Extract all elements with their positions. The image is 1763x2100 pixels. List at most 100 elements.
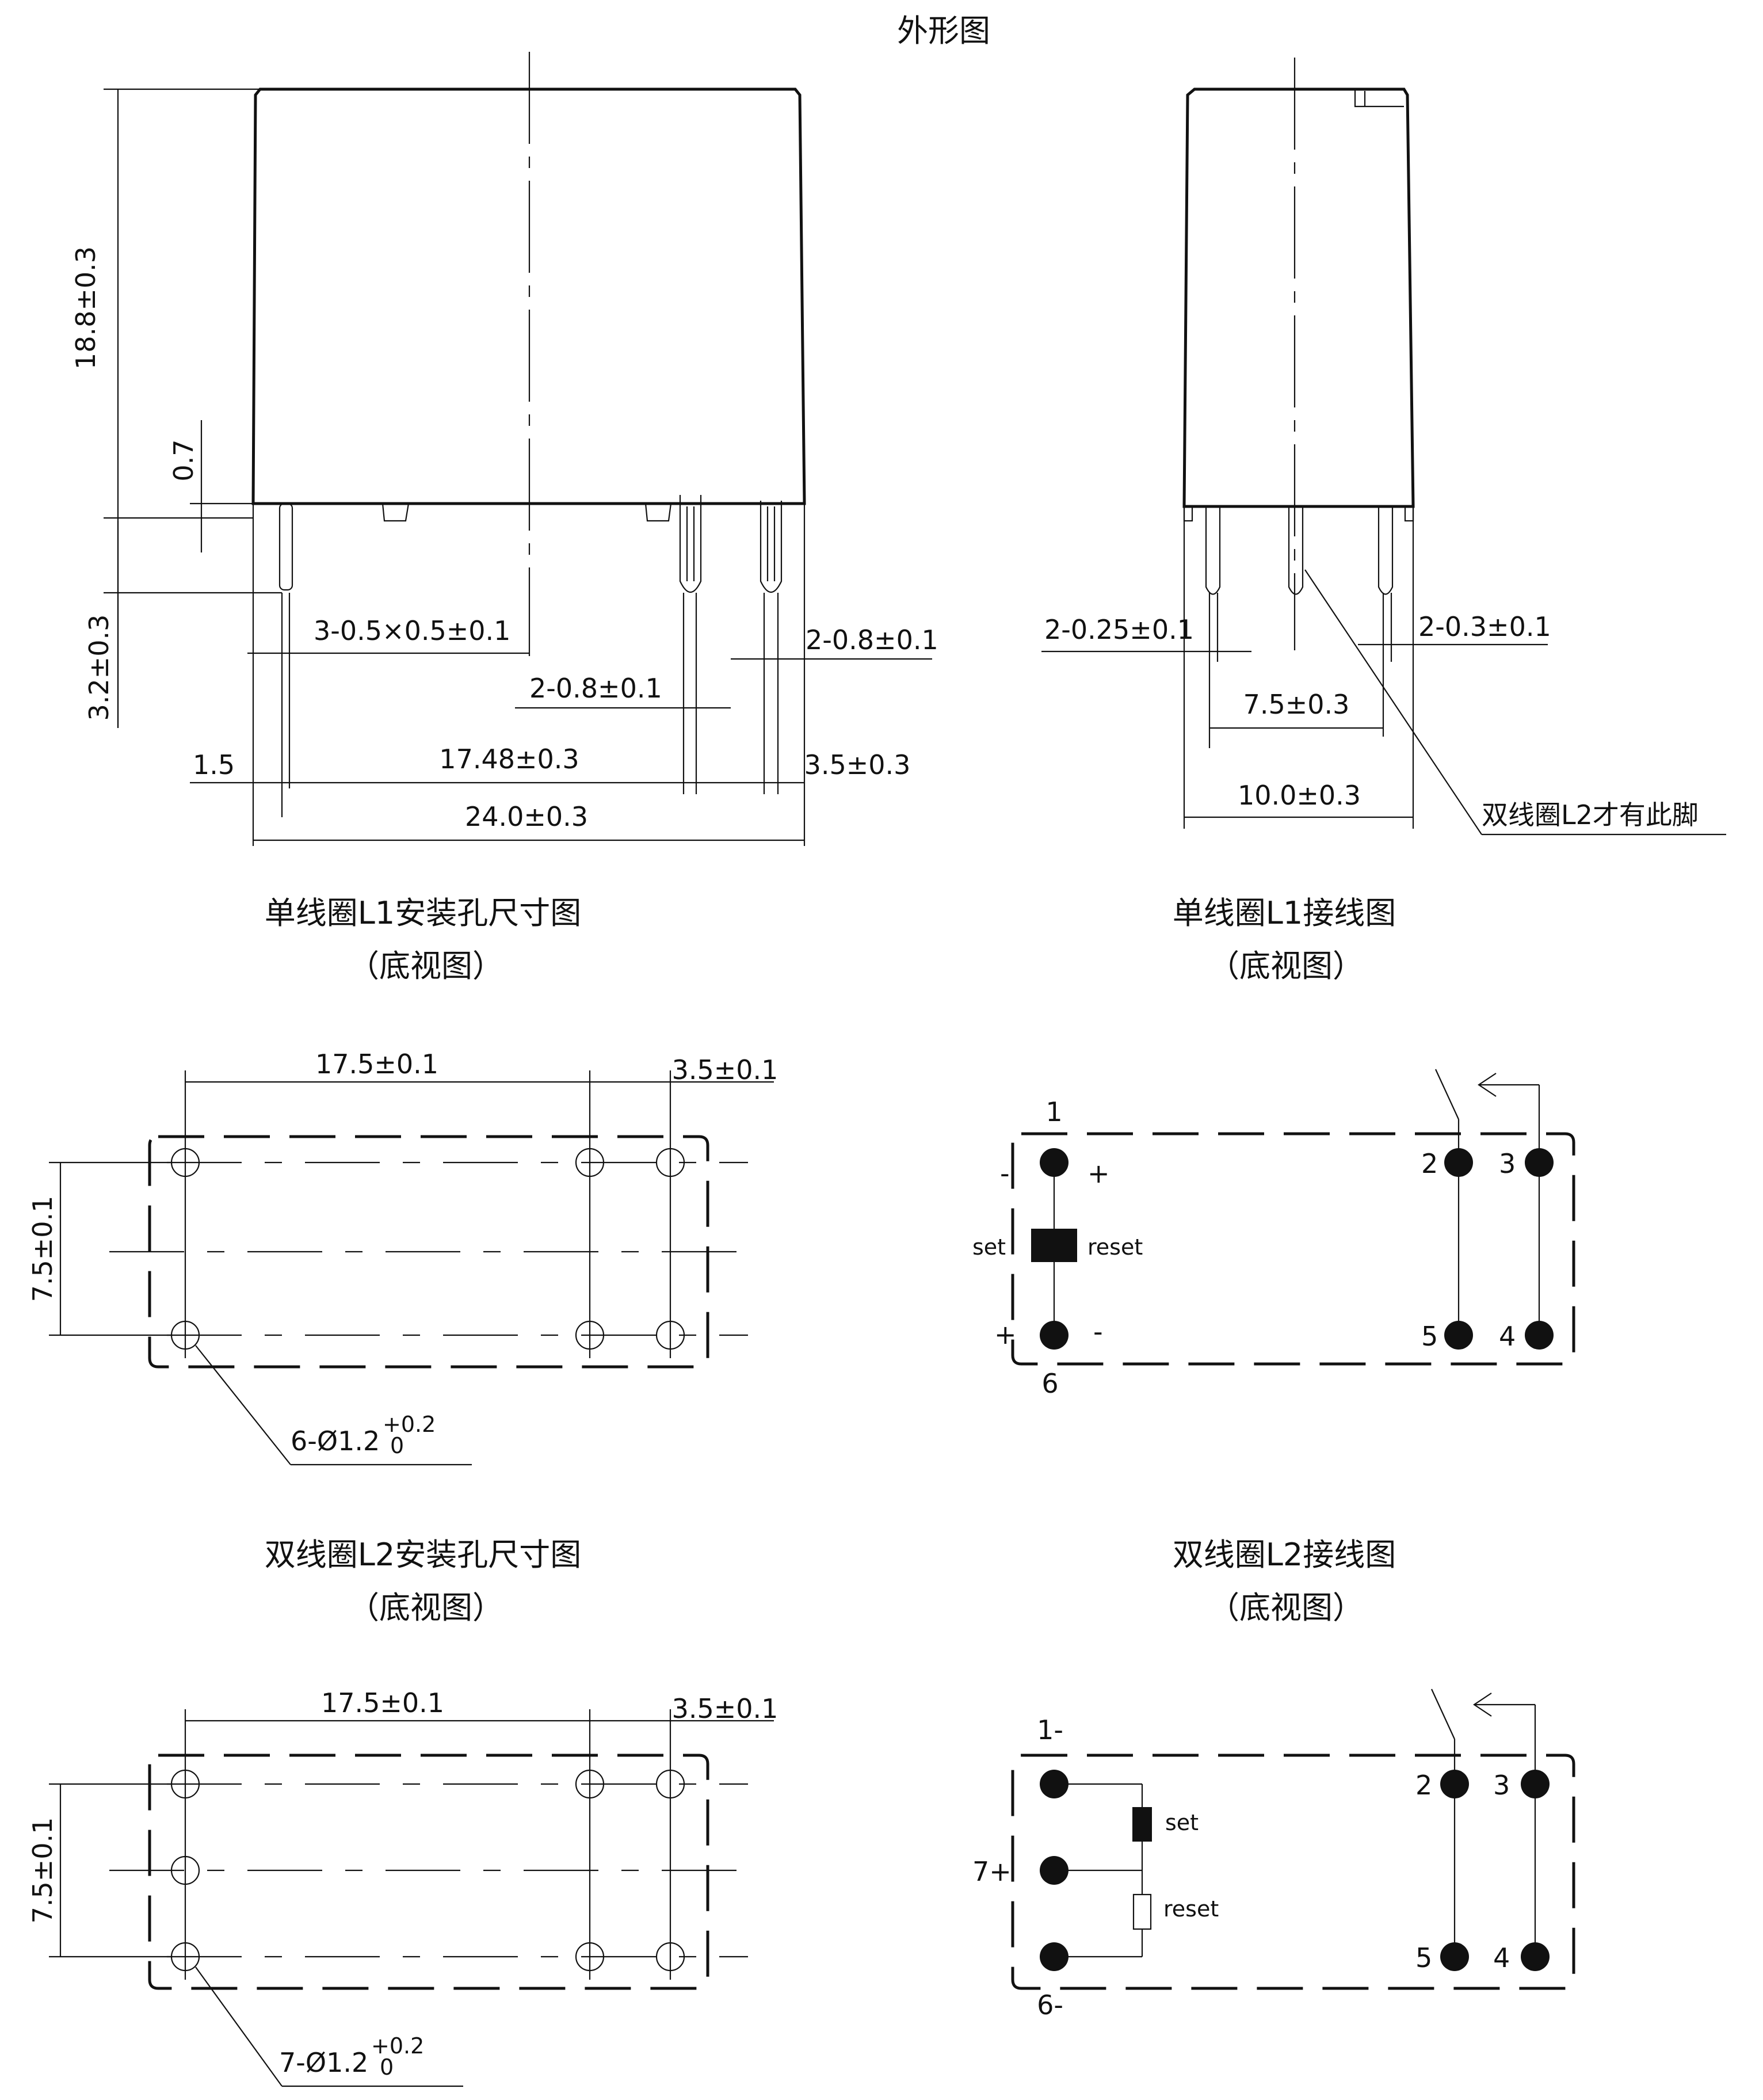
pin-1-front	[278, 502, 293, 591]
l1-mount-outline	[148, 1135, 709, 1369]
l1-pin-6	[1040, 1321, 1069, 1350]
l2-pin-5	[1440, 1942, 1469, 1971]
l1-label-pin3: 3	[1499, 1148, 1516, 1179]
l2-pin-3	[1521, 1770, 1550, 1798]
l1-hole-4	[655, 1320, 685, 1350]
l2-pin-1	[1040, 1770, 1069, 1798]
dim-pin-pitch: 7.5±0.3	[1243, 689, 1350, 720]
l2-label-pin7: 7+	[972, 1856, 1012, 1887]
l2-label-pin6: 6-	[1037, 1990, 1063, 2021]
l2-pin-2	[1440, 1770, 1469, 1798]
l1-label-pin6: 6	[1041, 1368, 1058, 1399]
l1-hole-3	[655, 1148, 685, 1177]
dim-width-total: 24.0±0.3	[465, 801, 588, 832]
l1-wiring-subtitle: （底视图）	[1208, 948, 1364, 984]
l2-hole-tol-lower: 0	[380, 2055, 394, 2080]
l1-label-pin2: 2	[1421, 1148, 1438, 1179]
l2-label-reset: reset	[1163, 1896, 1219, 1922]
l1-hole-label: 6-Ø1.2	[291, 1426, 380, 1457]
l1-label-minus-top: -	[1000, 1158, 1010, 1189]
l2-hole-4	[655, 1942, 685, 1972]
pin-3-front	[760, 501, 783, 593]
l1-pin-5	[1444, 1321, 1473, 1350]
pin-side-left	[1205, 506, 1221, 595]
pin-side-mid	[1288, 506, 1304, 595]
front-view: 18.8±0.3 0.7 3.2±0.3 3-0.5×0.5±0.1 2-0.8…	[70, 52, 938, 846]
l2-hole-3	[655, 1769, 685, 1799]
l2-mount-subtitle: （底视图）	[348, 1590, 503, 1626]
l1-hole-5	[575, 1320, 605, 1350]
l2-wiring-outline	[1011, 1754, 1575, 1990]
l2-label-set: set	[1165, 1810, 1199, 1835]
l1-label-pin4: 4	[1499, 1321, 1516, 1352]
l1-label-plus-bottom: +	[994, 1319, 1017, 1350]
l2-dim-pitch-main: 17.5±0.1	[321, 1687, 444, 1718]
bump-right	[644, 503, 672, 522]
l2-pin-4	[1521, 1942, 1550, 1971]
dim-depth-total: 10.0±0.3	[1238, 780, 1361, 811]
l2-dim-row-pitch: 7.5±0.1	[27, 1817, 58, 1924]
dim-pin-thick: 2-0.3±0.1	[1418, 611, 1551, 642]
l1-mount-diagram: 17.5±0.1 3.5±0.1 7.5±0.1 6-Ø1.2 +0.2 0	[27, 1049, 779, 1466]
l1-dim-pitch-main: 17.5±0.1	[315, 1049, 438, 1080]
l2-hole-tol-upper: +0.2	[371, 2033, 424, 2059]
pin-side-right	[1377, 506, 1394, 595]
l2-hole-label: 7-Ø1.2	[279, 2047, 368, 2078]
l2-wiring-subtitle: （底视图）	[1208, 1590, 1364, 1626]
l1-hole-tol-upper: +0.2	[383, 1412, 436, 1437]
l1-label-pin1: 1	[1045, 1096, 1062, 1127]
l2-hole-7	[170, 1855, 200, 1885]
l2-hole-2	[575, 1769, 605, 1799]
l1-mount-title: 单线圈L1安装孔尺寸图	[265, 895, 581, 931]
dim-height-total: 18.8±0.3	[70, 246, 101, 369]
l1-label-set: set	[972, 1234, 1006, 1260]
l1-pin-2	[1444, 1148, 1473, 1177]
l1-dim-pitch-right: 3.5±0.1	[672, 1054, 779, 1085]
l1-wiring-title: 单线圈L1接线图	[1173, 895, 1396, 931]
dim-standoff: 0.7	[168, 439, 199, 481]
dim-pin-width-b: 2-0.8±0.1	[806, 624, 938, 655]
l2-label-pin3: 3	[1493, 1770, 1510, 1801]
l1-pin-1	[1040, 1148, 1069, 1177]
l1-hole-tol-lower: 0	[390, 1433, 404, 1458]
dim-offset-left: 1.5	[193, 749, 235, 780]
dim-pitch-main: 17.48±0.3	[439, 744, 579, 775]
dim-pin-width-a: 2-0.8±0.1	[529, 673, 662, 704]
l1-label-minus-bottom: -	[1093, 1316, 1103, 1347]
l1-label-pin5: 5	[1421, 1321, 1438, 1352]
outline-title: 外形图	[897, 13, 990, 49]
l2-coil-reset	[1132, 1893, 1152, 1930]
l2-hole-5	[575, 1942, 605, 1972]
l1-coil	[1031, 1229, 1077, 1262]
l2-label-pin5: 5	[1415, 1942, 1432, 1973]
l2-pin-7	[1040, 1856, 1069, 1885]
l2-label-pin4: 4	[1493, 1942, 1510, 1973]
dim-pin-length: 3.2±0.3	[83, 615, 115, 721]
l2-dim-pitch-right: 3.5±0.1	[672, 1693, 779, 1724]
dim-pin-section: 3-0.5×0.5±0.1	[314, 615, 510, 646]
l2-mount-diagram: 17.5±0.1 3.5±0.1 7.5±0.1 7-Ø1.2 +0.2 0	[27, 1687, 779, 2087]
l1-mount-subtitle: （底视图）	[348, 948, 503, 984]
side-view: 2-0.25±0.1 2-0.3±0.1 7.5±0.3 10.0±0.3 双线…	[1041, 58, 1726, 836]
l1-wiring-diagram: 1 6 - + + - set reset 2 3 5 4	[972, 1069, 1575, 1399]
l2-label-pin1: 1-	[1037, 1714, 1063, 1745]
l2-wiring-title: 双线圈L2接线图	[1173, 1537, 1396, 1573]
l1-hole-2	[575, 1148, 605, 1177]
dim-pin-thin: 2-0.25±0.1	[1044, 614, 1194, 645]
l2-mount-outline	[148, 1754, 709, 1990]
l2-label-pin2: 2	[1415, 1770, 1432, 1801]
relay-body-side	[1182, 87, 1415, 508]
l1-pin-4	[1525, 1321, 1554, 1350]
l1-label-plus-top: +	[1087, 1158, 1110, 1189]
l2-wiring-diagram: 1- 7+ 6- set reset 2 3 5 4	[972, 1689, 1575, 2021]
l2-pin-6	[1040, 1942, 1069, 1971]
l2-coil-set	[1132, 1807, 1152, 1842]
l1-label-reset: reset	[1087, 1234, 1143, 1260]
dim-pitch-right: 3.5±0.3	[804, 749, 911, 780]
l1-dim-row-pitch: 7.5±0.1	[27, 1196, 58, 1302]
pin-2-front	[679, 495, 702, 593]
l1-wiring-outline	[1011, 1132, 1575, 1366]
bump-left	[381, 503, 410, 522]
note-l2-pin: 双线圈L2才有此脚	[1482, 799, 1699, 830]
